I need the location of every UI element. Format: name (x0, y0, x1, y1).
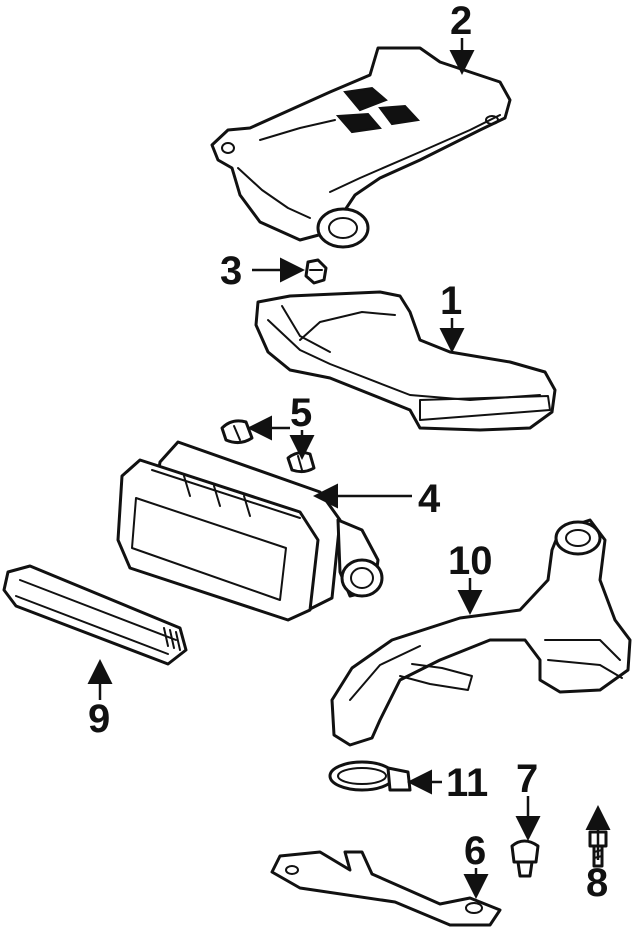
part-1-intake-duct (254, 290, 557, 432)
part-9-air-filter-element (2, 564, 188, 666)
leader-lines (87, 38, 611, 899)
part-4-air-cleaner-housing (116, 440, 384, 622)
callout-4: 4 (418, 477, 441, 521)
part-2-plenum-cover (210, 46, 512, 249)
part-11-hose-clamp (328, 760, 412, 792)
part-3-clip (304, 258, 328, 285)
callout-1: 1 (440, 279, 462, 323)
part-5-grommet-lower (286, 451, 316, 474)
callout-2: 2 (450, 0, 472, 43)
callout-3: 3 (220, 249, 242, 293)
part-10-air-inlet-hose (330, 518, 632, 747)
callout-10: 10 (448, 539, 493, 583)
callout-9: 9 (88, 697, 110, 741)
callout-6: 6 (464, 829, 486, 873)
callout-5: 5 (290, 391, 312, 435)
callout-11: 11 (446, 761, 488, 805)
callout-8: 8 (586, 861, 608, 905)
part-5-grommet-upper (220, 419, 254, 445)
callout-numbers: 2 3 1 5 4 10 9 11 7 6 8 (88, 0, 608, 905)
part-7-grommet (510, 839, 540, 878)
callout-7: 7 (516, 757, 538, 801)
